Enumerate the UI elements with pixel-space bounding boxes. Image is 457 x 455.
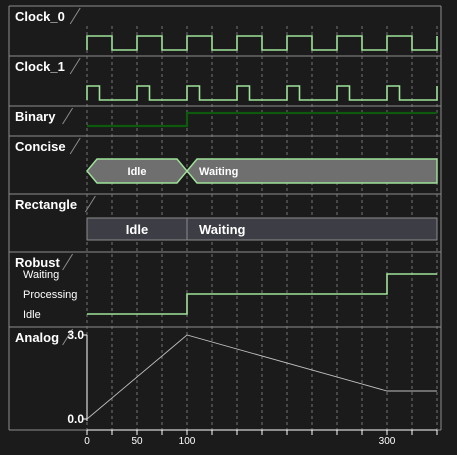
rectangle-state-label: Idle [126, 222, 148, 237]
concise-state-box [186, 158, 438, 184]
signal-name-binary: Binary [15, 109, 56, 124]
robust-waveform [87, 273, 437, 315]
clock-waveform [86, 35, 438, 51]
name-tab-slash [62, 253, 74, 271]
name-tab-slash [84, 195, 96, 213]
signal-name-analog: Analog [15, 330, 59, 345]
name-tab-slash [62, 328, 74, 346]
time-axis-tick-label: 100 [179, 436, 196, 447]
signal-name-robust: Robust [15, 255, 60, 270]
analog-y-min-label: 0.0 [67, 412, 84, 426]
clock-waveform [86, 85, 438, 101]
name-tab-slash [69, 57, 81, 75]
binary-waveform [87, 111, 437, 128]
signal-name-rectangle: Rectangle [15, 197, 77, 212]
signal-name-concise: Concise [15, 139, 66, 154]
analog-y-max-label: 3.0 [67, 328, 84, 342]
rectangle-state-box [186, 217, 438, 241]
time-axis-tick-label: 0 [84, 436, 90, 447]
concise-state-label: Idle [128, 166, 147, 178]
name-tab-slash [69, 137, 81, 155]
rectangle-state-label: Waiting [199, 222, 246, 237]
robust-state-label: Waiting [23, 269, 59, 281]
analog-waveform [86, 334, 437, 420]
time-axis-tick-label: 50 [131, 436, 143, 447]
time-axis-tick-label: 300 [379, 436, 396, 447]
signal-name-clock-1: Clock_1 [15, 59, 65, 74]
robust-state-label: Idle [23, 309, 41, 321]
robust-state-label: Processing [23, 289, 77, 301]
name-tab-slash [69, 7, 81, 25]
signal-name-clock-0: Clock_0 [15, 9, 65, 24]
name-tab-slash [62, 107, 74, 125]
concise-state-label: Waiting [199, 166, 238, 178]
